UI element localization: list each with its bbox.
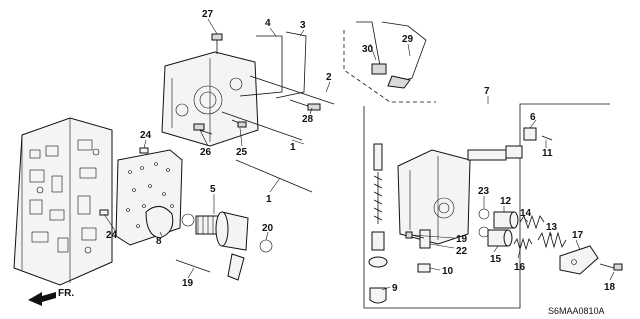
pin-11 bbox=[541, 135, 553, 141]
bolt-27 bbox=[211, 33, 223, 54]
valve-spool-upper bbox=[467, 145, 523, 161]
callout-27: 27 bbox=[202, 9, 214, 20]
pipe-4 bbox=[239, 35, 283, 97]
callout-15: 15 bbox=[490, 254, 502, 265]
spring-14 bbox=[519, 214, 545, 230]
leader-lines bbox=[103, 18, 615, 291]
bolt-25 bbox=[231, 119, 247, 128]
callout-5: 5 bbox=[210, 184, 216, 195]
main-valve-body bbox=[13, 117, 113, 286]
pipe-1-upper bbox=[221, 111, 303, 141]
direction-label: FR. bbox=[58, 288, 74, 299]
callout-6: 6 bbox=[530, 112, 536, 123]
callout-29: 29 bbox=[402, 34, 414, 45]
valve-cap-6 bbox=[523, 127, 537, 141]
callout-9: 9 bbox=[392, 283, 398, 294]
callout-3: 3 bbox=[300, 20, 306, 31]
bolt-28 bbox=[289, 99, 321, 111]
callout-22: 22 bbox=[456, 246, 468, 257]
pin-20 bbox=[175, 259, 211, 273]
bolt-18 bbox=[599, 263, 623, 271]
callout-24-lower: 24 bbox=[106, 230, 118, 241]
fr-arrow-icon bbox=[28, 292, 56, 306]
callout-24-upper: 24 bbox=[140, 130, 152, 141]
callout-7: 7 bbox=[484, 86, 490, 97]
filter-10 bbox=[417, 263, 431, 273]
dowel-pin-24-upper bbox=[139, 147, 149, 154]
callout-16: 16 bbox=[514, 262, 526, 273]
callout-labels: 27 4 3 2 28 1 26 25 24 5 1 24 8 20 19 30… bbox=[106, 9, 616, 294]
callout-14: 14 bbox=[520, 208, 532, 219]
callout-26: 26 bbox=[200, 147, 212, 158]
callout-21: 20 bbox=[262, 223, 274, 234]
callout-20: 19 bbox=[182, 278, 194, 289]
callout-1-upper: 1 bbox=[290, 142, 296, 153]
callout-8: 8 bbox=[156, 236, 162, 247]
inset-box-29-30 bbox=[343, 30, 436, 103]
callout-10: 10 bbox=[442, 266, 454, 277]
callout-1-lower: 1 bbox=[266, 194, 272, 205]
separator-plate bbox=[115, 149, 183, 246]
spring-13 bbox=[537, 231, 567, 249]
dowel-pin-24-lower bbox=[99, 209, 109, 216]
callout-17: 17 bbox=[572, 230, 584, 241]
pipe-2 bbox=[249, 75, 335, 105]
callout-23: 23 bbox=[478, 186, 490, 197]
accumulator-cover-piston bbox=[215, 211, 249, 251]
valve-plug-9 bbox=[368, 256, 388, 304]
valve-22 bbox=[419, 229, 431, 249]
callout-12: 12 bbox=[500, 196, 512, 207]
catalog-code: S6MAA0810A bbox=[548, 306, 605, 316]
pipe-29 bbox=[381, 21, 427, 89]
secondary-valve-body bbox=[397, 149, 471, 245]
cover-plate-17 bbox=[559, 245, 599, 275]
regulator-valve-body bbox=[161, 51, 259, 147]
valve-sleeve-15 bbox=[487, 229, 513, 247]
o-ring-21 bbox=[259, 239, 273, 253]
pipe-3 bbox=[275, 31, 307, 99]
callout-2: 2 bbox=[326, 72, 332, 83]
valve-stack-left bbox=[371, 143, 385, 251]
callout-18: 18 bbox=[604, 282, 616, 293]
callout-4: 4 bbox=[265, 18, 271, 29]
pipe-1-lower bbox=[235, 159, 313, 193]
bolt-26 bbox=[193, 123, 213, 135]
retaining-ring bbox=[181, 213, 195, 227]
callout-13: 13 bbox=[546, 222, 558, 233]
callout-11: 11 bbox=[542, 148, 553, 159]
shift-lever bbox=[227, 253, 245, 281]
callout-19: 19 bbox=[456, 234, 468, 245]
pipe-30 bbox=[356, 21, 387, 75]
callout-25: 25 bbox=[236, 147, 248, 158]
spring-16 bbox=[513, 237, 533, 251]
assembly-box-7 bbox=[363, 103, 610, 309]
callout-30: 30 bbox=[362, 44, 374, 55]
callout-28: 28 bbox=[302, 114, 314, 125]
valve-sleeve-12 bbox=[493, 211, 519, 229]
gasket-8 bbox=[145, 206, 174, 239]
